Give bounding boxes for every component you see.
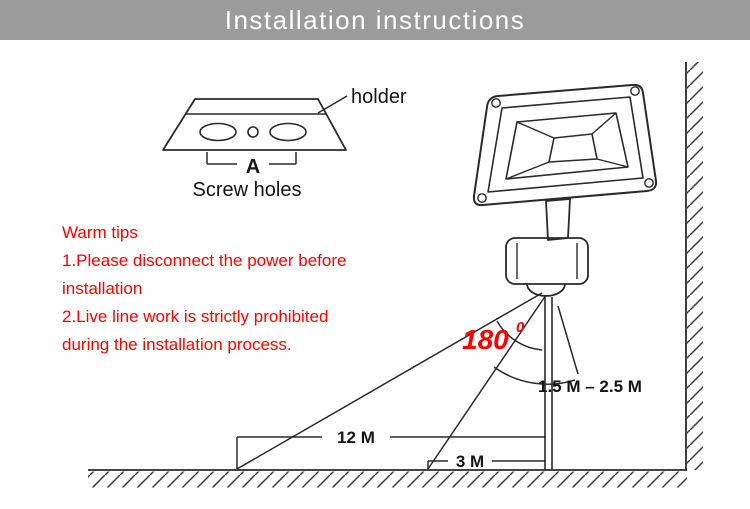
corner-screw-tr bbox=[630, 86, 640, 96]
corner-screw-tl bbox=[491, 98, 501, 108]
corner-screw-br bbox=[644, 178, 654, 188]
dimension-bracket-a bbox=[206, 152, 297, 165]
warm-tips-title: Warm tips bbox=[62, 223, 138, 242]
floodlight-inner-rim bbox=[487, 96, 644, 193]
detection-angle-arcs bbox=[493, 320, 576, 385]
holder-leader-line bbox=[317, 95, 348, 114]
detection-angle-superscript: 0 bbox=[516, 319, 525, 336]
near-distance-label: 3 M bbox=[456, 452, 484, 471]
led-panel bbox=[548, 133, 598, 163]
mount-bracket-illustration bbox=[545, 198, 571, 241]
wall-hatching bbox=[687, 62, 703, 470]
warm-tips-line-2: installation bbox=[62, 279, 142, 298]
screw-hole-right bbox=[269, 122, 307, 142]
page-title: Installation instructions bbox=[224, 4, 526, 35]
holder-marker-a: A bbox=[246, 156, 260, 178]
screw-holes-label: Screw holes bbox=[193, 179, 302, 201]
detection-angle-label: 180 bbox=[462, 324, 509, 355]
screw-hole-left bbox=[199, 122, 237, 142]
ground-hatching bbox=[88, 471, 687, 488]
holder-illustration bbox=[162, 95, 348, 165]
measurement-3m bbox=[427, 460, 546, 469]
floodlight-illustration bbox=[472, 83, 658, 207]
mounting-height-label: 1.5 M – 2.5 M bbox=[538, 377, 642, 396]
warm-tips-line-1: 1.Please disconnect the power before bbox=[62, 251, 346, 270]
center-hole bbox=[247, 126, 259, 138]
warm-tips-text: Warm tips 1.Please disconnect the power … bbox=[62, 223, 346, 354]
header-banner: Installation instructions bbox=[0, 0, 750, 40]
height-leader-line bbox=[557, 305, 579, 375]
corner-screw-bl bbox=[477, 193, 487, 203]
far-distance-label: 12 M bbox=[337, 428, 375, 447]
warm-tips-line-3: 2.Live line work is strictly prohibited bbox=[62, 307, 328, 326]
ground bbox=[88, 469, 687, 488]
reflector-rim bbox=[505, 112, 629, 180]
measurement-12m bbox=[236, 436, 546, 469]
sensor-illustration bbox=[505, 237, 589, 297]
warm-tips-line-4: during the installation process. bbox=[62, 335, 292, 354]
pir-lens-dome bbox=[526, 283, 566, 297]
wall bbox=[685, 62, 703, 470]
detection-beam-lines bbox=[236, 292, 547, 470]
installation-diagram: holder A Screw holes Warm tips 1.Please … bbox=[62, 62, 703, 488]
holder-label: holder bbox=[351, 86, 407, 108]
